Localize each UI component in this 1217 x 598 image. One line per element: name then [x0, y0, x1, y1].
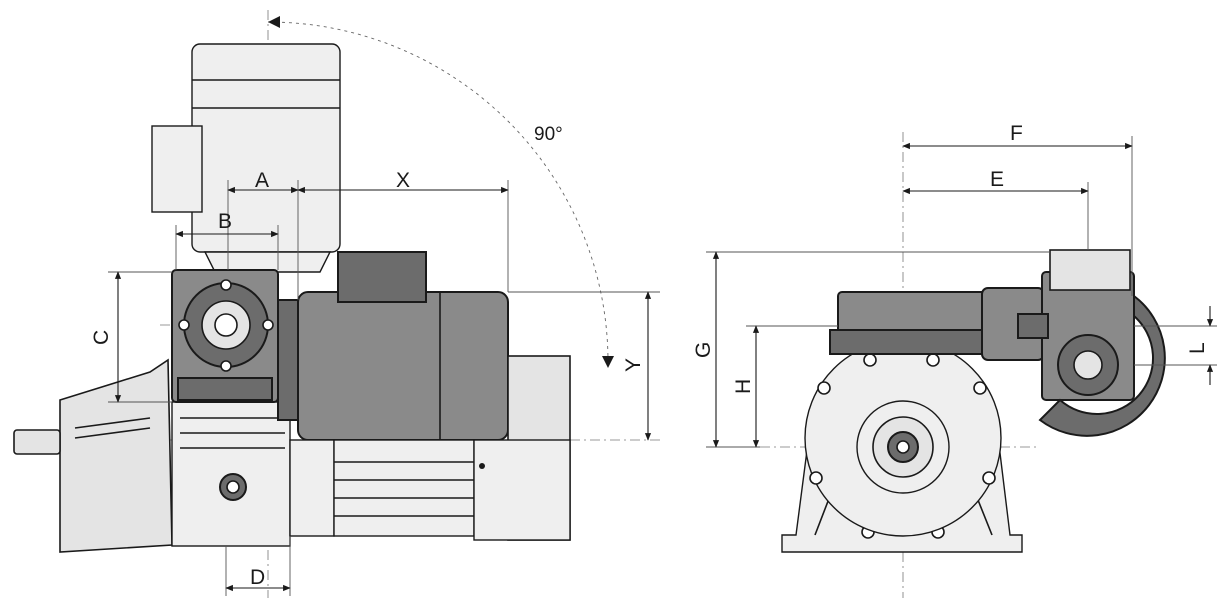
- upright-motor-flange: [203, 251, 332, 273]
- hand-wheel: [1038, 293, 1166, 437]
- worm-gearbox-right-bore: [1073, 350, 1103, 380]
- lower-motor-flange: [289, 439, 335, 537]
- housing-bolt-6: [982, 471, 996, 485]
- left-view: A X B C Y D 90°: [13, 10, 660, 598]
- lower-gear-plug-inner: [226, 480, 240, 494]
- worm-gearbox: [171, 269, 279, 403]
- housing-bolt-1: [863, 353, 877, 367]
- output-gear-housing: [13, 358, 291, 553]
- worm-bolt-bottom: [220, 360, 232, 372]
- lower-motor-body: [333, 439, 475, 537]
- output-housing-line-1: [74, 417, 151, 429]
- rotation-arc: [267, 21, 609, 363]
- dim-f-label: F: [1010, 122, 1023, 145]
- output-shaft: [13, 429, 61, 455]
- housing-bolt-2: [926, 353, 940, 367]
- horizontal-motor-body: [297, 291, 509, 441]
- dim-a-label: A: [255, 169, 269, 192]
- dim-h-label: H: [732, 379, 755, 394]
- worm-bolt-left: [178, 319, 190, 331]
- lower-motor-fan: [473, 439, 571, 541]
- dim-c-label: C: [90, 330, 113, 345]
- round-gear-shaft-inner: [896, 440, 910, 454]
- angle-label: 90°: [534, 124, 563, 145]
- worm-gearbox-base: [177, 377, 273, 401]
- output-housing-body: [59, 358, 173, 553]
- horizontal-motor-terminal-box: [337, 251, 427, 303]
- output-housing-line-2: [74, 427, 151, 439]
- lower-motor-marker: [479, 463, 485, 469]
- arc-arrow-bottom: [602, 356, 614, 368]
- upright-motor-terminal-box: [151, 125, 203, 213]
- dim-x-label: X: [396, 169, 410, 192]
- worm-bolt-right: [262, 319, 274, 331]
- right-view: F E G H L: [692, 122, 1217, 598]
- arc-arrow-top: [268, 16, 280, 28]
- housing-bolt-4: [973, 381, 987, 395]
- lower-motor: [289, 439, 571, 541]
- worm-gearbox-right-top: [1049, 249, 1131, 291]
- worm-gearbox-bore: [214, 313, 238, 337]
- dim-b-label: B: [218, 210, 232, 233]
- dim-l-label: L: [1186, 342, 1209, 354]
- dim-d-label: D: [250, 566, 265, 589]
- drive-arm-step: [829, 329, 991, 355]
- worm-bolt-top: [220, 279, 232, 291]
- motor-coupling: [277, 299, 301, 421]
- housing-bolt-5: [809, 471, 823, 485]
- dim-e-label: E: [990, 168, 1004, 191]
- dim-g-label: G: [692, 342, 715, 358]
- housing-bolt-3: [817, 381, 831, 395]
- worm-input-shaft: [1017, 313, 1049, 339]
- dim-y-label: Y: [622, 358, 645, 372]
- upright-motor: [151, 43, 341, 273]
- upright-motor-body: [191, 43, 341, 253]
